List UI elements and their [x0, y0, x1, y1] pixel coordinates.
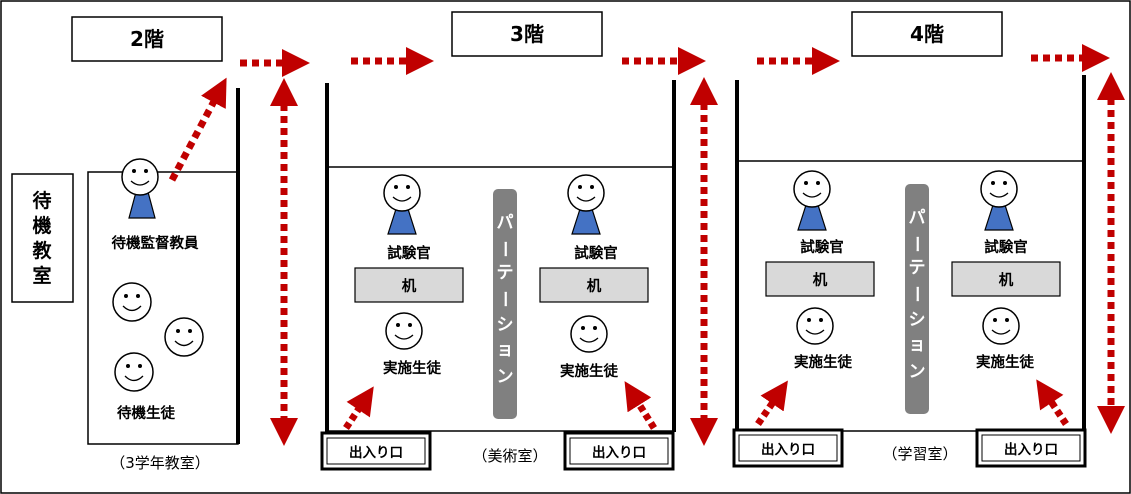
smiley-face-icon — [980, 170, 1018, 208]
floor-label-box-3f — [451, 11, 603, 57]
floor-label-box-4f — [851, 11, 1003, 57]
desk-label: 机 — [587, 277, 602, 295]
floor-label-4f: 4階 — [910, 22, 944, 46]
entrance-label: 出入り口 — [1004, 441, 1058, 458]
smiley-face-icon — [796, 307, 834, 345]
partition-char-1: パ — [909, 208, 926, 228]
partition-char-7: ン — [909, 362, 926, 382]
desk — [765, 261, 875, 297]
partition-char-7: ン — [497, 367, 514, 387]
examiner-label: 試験官 — [984, 238, 1028, 256]
entrance-box — [563, 431, 675, 471]
entrance-box — [732, 428, 844, 468]
room-label-4f: （学習室） — [882, 445, 957, 463]
partition-char-2: ー — [494, 241, 514, 258]
partition-char-3: テ — [909, 258, 926, 278]
entrance-label: 出入り口 — [761, 441, 815, 458]
partition-char-5: シ — [909, 310, 926, 330]
partition-char-4: ー — [494, 291, 514, 308]
examiner-figure — [567, 174, 605, 235]
waiting-room-char-2: 機 — [32, 214, 51, 237]
floor-label-2f: 2階 — [130, 27, 164, 51]
examiner-figure — [383, 174, 421, 235]
smiley-face-icon — [121, 158, 159, 196]
waiting-room-label-box — [11, 173, 74, 303]
partition-char-3: テ — [497, 263, 514, 283]
entrance-label: 出入り口 — [592, 444, 646, 461]
waiting-room-char-1: 待 — [32, 189, 51, 212]
student-label: 実施生徒 — [794, 353, 852, 371]
entrance-box — [320, 431, 432, 471]
floor-label-box-2f — [71, 16, 223, 62]
smiley-face-icon — [385, 312, 423, 350]
student-label: 実施生徒 — [976, 353, 1034, 371]
desk — [951, 261, 1061, 297]
desk-label: 机 — [402, 277, 417, 295]
dotted-arrow-icon — [624, 381, 657, 430]
waiting-classroom-outline — [87, 171, 239, 445]
smiley-face-icon — [793, 170, 831, 208]
partition-char-2: ー — [906, 236, 926, 253]
waiting-students-label: 待機生徒 — [117, 404, 175, 422]
floor-3-section: 3階 試験官 机 実施生徒 パ ー テ ー — [320, 11, 718, 471]
examiner-label: 試験官 — [800, 238, 844, 256]
waiting-room-char-4: 室 — [32, 264, 51, 287]
student-label: 実施生徒 — [560, 362, 618, 380]
smiley-face-icon — [570, 315, 608, 353]
person-body — [128, 191, 156, 219]
partition — [493, 189, 517, 419]
dotted-arrow-icon — [343, 386, 374, 430]
floor-2-section: 2階 待 機 教 室 待機監督教員 — [11, 16, 310, 472]
partition-char-6: ョ — [909, 335, 926, 355]
smiley-face-icon — [567, 174, 605, 212]
smiley-face-icon — [383, 174, 421, 212]
smiley-face-icon — [112, 282, 152, 322]
room-label-2f: （3学年教室） — [110, 454, 210, 472]
dotted-arrow-icon — [168, 77, 227, 182]
partition-char-5: シ — [497, 315, 514, 335]
entrance-box — [975, 428, 1087, 468]
waiting-supervisor-label: 待機監督教員 — [112, 234, 199, 252]
room-label-3f: （美術室） — [472, 447, 547, 465]
student-label: 実施生徒 — [383, 359, 441, 377]
dotted-arrow-icon — [755, 380, 788, 426]
floor-label-3f: 3階 — [510, 22, 544, 46]
waiting-room-char-3: 教 — [32, 239, 52, 262]
entrance-label: 出入り口 — [349, 444, 403, 461]
waiting-supervisor-figure — [121, 158, 159, 219]
examiner-label: 試験官 — [574, 244, 618, 262]
smiley-face-icon — [982, 307, 1020, 345]
partition-char-4: ー — [906, 286, 926, 303]
partition — [905, 184, 929, 414]
partition-char-6: ョ — [497, 340, 514, 360]
examiner-figure — [793, 170, 831, 231]
desk — [539, 267, 649, 303]
examiner-label: 試験官 — [387, 244, 431, 262]
desk — [354, 267, 464, 303]
partition-char-1: パ — [497, 213, 514, 233]
desk-label: 机 — [999, 271, 1014, 289]
floor-4-section: 4階 試験官 机 実施生徒 パ ー テ ー — [732, 11, 1125, 468]
examiner-figure — [980, 170, 1018, 231]
smiley-face-icon — [164, 317, 204, 357]
dotted-arrow-icon — [1036, 379, 1069, 426]
smiley-face-icon — [114, 352, 154, 392]
desk-label: 机 — [813, 271, 828, 289]
